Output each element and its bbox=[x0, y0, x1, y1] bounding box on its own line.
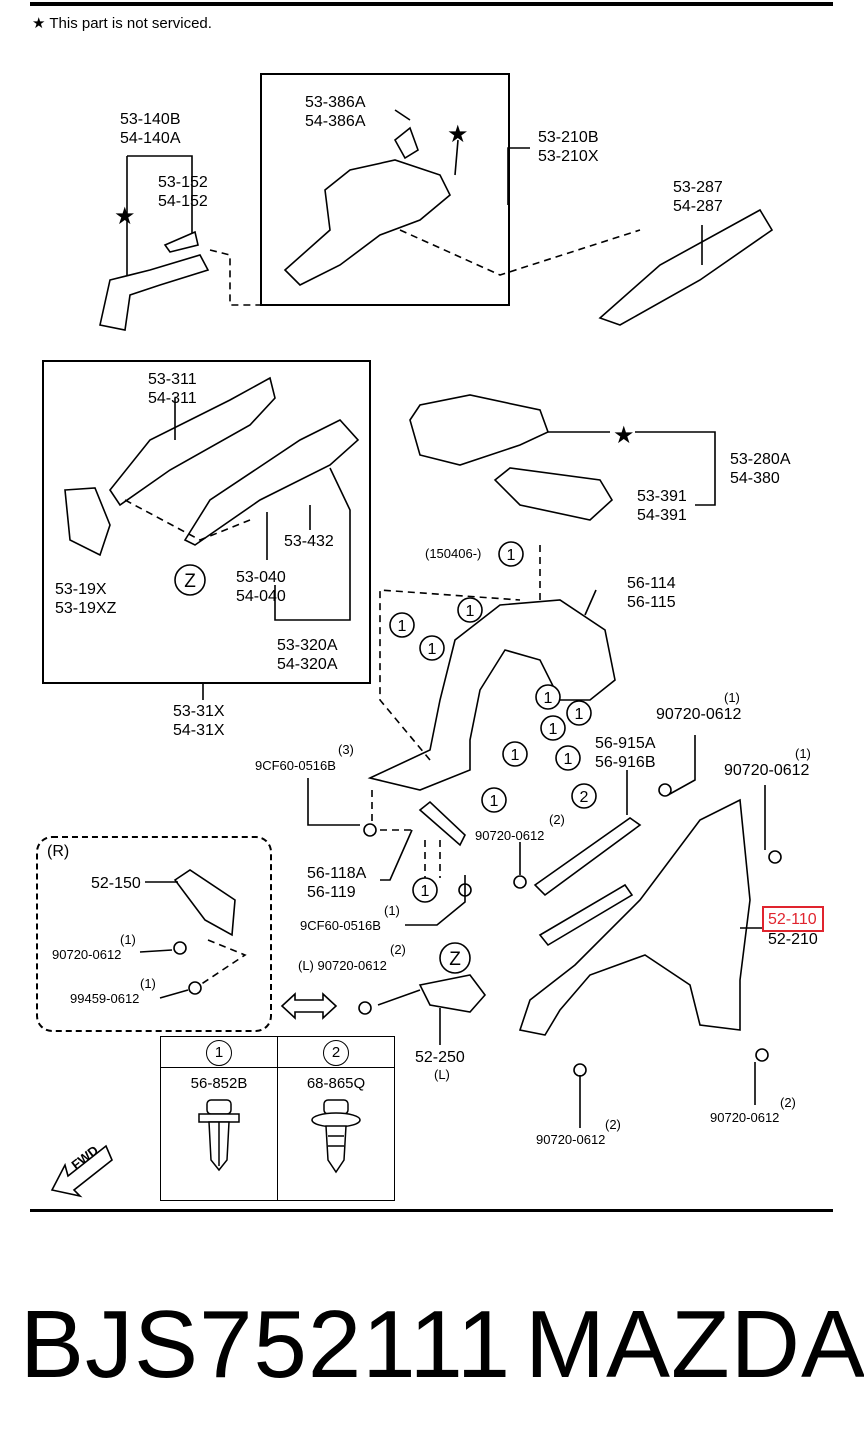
qty-label: (3) bbox=[338, 742, 354, 757]
label-54-320a: 54-320A bbox=[277, 656, 338, 673]
label-bolt-90720-0612: 90720-0612 bbox=[724, 762, 810, 779]
svg-text:★: ★ bbox=[447, 120, 469, 148]
callout-1: 1 bbox=[544, 690, 553, 707]
qty-label: (1) bbox=[795, 746, 811, 761]
label-53-391: 53-391 bbox=[637, 488, 687, 505]
label-54-140a: 54-140A bbox=[120, 130, 181, 147]
top-rule bbox=[30, 2, 833, 6]
label-53-432: 53-432 bbox=[284, 533, 334, 550]
not-serviced-note: ★ This part is not serviced. bbox=[32, 14, 212, 32]
label-54-380: 54-380 bbox=[730, 470, 780, 487]
label-53-280a: 53-280A bbox=[730, 451, 791, 468]
label-right-side: (R) bbox=[47, 843, 70, 860]
label-screw-9cf60-0516b: 9CF60-0516B bbox=[300, 918, 381, 933]
footer-part-number: BJS752111 bbox=[20, 1291, 512, 1398]
label-54-287: 54-287 bbox=[673, 198, 723, 215]
label-53-386a: 53-386A bbox=[305, 94, 366, 111]
label-bolt-90720-0612: 90720-0612 bbox=[475, 828, 545, 843]
push-clip-icon bbox=[198, 1099, 240, 1172]
label-bolt-90720-0612: 90720-0612 bbox=[536, 1132, 606, 1147]
callout-1: 1 bbox=[564, 751, 573, 768]
star-icon: ★ bbox=[32, 15, 46, 32]
clip-cell-68-865q: 68-865Q bbox=[277, 1067, 395, 1201]
label-54-386a: 54-386A bbox=[305, 113, 366, 130]
label-54-040: 54-040 bbox=[236, 588, 286, 605]
label-53-19x: 53-19X bbox=[55, 581, 107, 598]
label-56-915a: 56-915A bbox=[595, 735, 656, 752]
clip-header-2: 2 bbox=[277, 1036, 395, 1068]
svg-text:★: ★ bbox=[613, 421, 635, 449]
zone-z-marker: Z bbox=[449, 949, 461, 970]
label-56-916b: 56-916B bbox=[595, 754, 656, 771]
clip-part-68-865q: 68-865Q bbox=[306, 1075, 366, 1092]
highlight-box-52-110 bbox=[762, 906, 824, 932]
qty-label: (2) bbox=[549, 812, 565, 827]
label-52-250: 52-250 bbox=[415, 1049, 465, 1066]
label-screw-9cf60-0516b: 9CF60-0516B bbox=[255, 758, 336, 773]
label-54-31x: 54-31X bbox=[173, 722, 225, 739]
label-56-119: 56-119 bbox=[307, 884, 356, 901]
label-bolt-90720-0612-left: (L) 90720-0612 bbox=[298, 958, 387, 973]
label-53-152: 53-152 bbox=[158, 174, 208, 191]
clip-part-56-852b: 56-852B bbox=[190, 1075, 248, 1092]
label-bolt-90720-0612: 90720-0612 bbox=[656, 706, 742, 723]
label-56-118a: 56-118A bbox=[307, 865, 367, 882]
qty-label: (2) bbox=[390, 942, 406, 957]
qty-label: (1) bbox=[140, 976, 156, 991]
footer-brand: MAZDA bbox=[525, 1291, 864, 1398]
label-52-250-left: (L) bbox=[434, 1067, 450, 1082]
callout-1: 1 bbox=[398, 618, 407, 635]
label-53-320a: 53-320A bbox=[277, 637, 338, 654]
label-54-152: 54-152 bbox=[158, 193, 208, 210]
callout-1: 1 bbox=[549, 721, 558, 738]
svg-text:★: ★ bbox=[114, 202, 136, 230]
callout-1: 1 bbox=[507, 547, 516, 564]
callout-1: 1 bbox=[466, 603, 475, 620]
clip-cell-56-852b: 56-852B bbox=[160, 1067, 278, 1201]
box-apron-assembly bbox=[260, 73, 510, 306]
label-53-210x: 53-210X bbox=[538, 148, 599, 165]
label-53-287: 53-287 bbox=[673, 179, 723, 196]
qty-label: (1) bbox=[724, 690, 740, 705]
parts-diagram: ★ ★ ★ bbox=[50, 109, 782, 1198]
box-right-side bbox=[36, 836, 272, 1032]
qty-label: (2) bbox=[605, 1117, 621, 1132]
callout-1: 1 bbox=[421, 883, 430, 900]
label-53-31x: 53-31X bbox=[173, 703, 225, 720]
label-bolt-99459-0612: 99459-0612 bbox=[70, 991, 140, 1006]
qty-label: (2) bbox=[780, 1095, 796, 1110]
label-52-110-fender[interactable]: 52-110 bbox=[768, 911, 817, 928]
clip-number-1: 1 bbox=[206, 1040, 232, 1066]
bottom-rule bbox=[30, 1209, 833, 1212]
callout-1: 1 bbox=[511, 747, 520, 764]
qty-label: (1) bbox=[384, 903, 400, 918]
label-53-210b: 53-210B bbox=[538, 129, 599, 146]
label-52-210-fender: 52-210 bbox=[768, 931, 818, 948]
label-54-311: 54-311 bbox=[148, 390, 197, 407]
label-53-311: 53-311 bbox=[148, 371, 197, 388]
label-56-114: 56-114 bbox=[627, 575, 676, 592]
label-53-140b: 53-140B bbox=[120, 111, 181, 128]
label-54-391: 54-391 bbox=[637, 507, 687, 524]
label-56-115: 56-115 bbox=[627, 594, 676, 611]
callout-1: 1 bbox=[575, 706, 584, 723]
label-53-040: 53-040 bbox=[236, 569, 286, 586]
clip-header-1: 1 bbox=[160, 1036, 278, 1068]
clip-reference-table: 1 2 56-852B 68-865Q bbox=[160, 1036, 395, 1201]
label-date-code: (150406-) bbox=[425, 546, 482, 561]
callout-1: 1 bbox=[428, 641, 437, 658]
callout-layer: 1 1 1 1 1 1 1 1 1 1 1 2 Z Z bbox=[174, 541, 597, 974]
callout-1: 1 bbox=[490, 793, 499, 810]
qty-label: (1) bbox=[120, 932, 136, 947]
zone-z-marker: Z bbox=[184, 571, 196, 592]
screw-clip-icon bbox=[311, 1099, 361, 1174]
callout-2: 2 bbox=[580, 789, 589, 806]
clip-number-2: 2 bbox=[323, 1040, 349, 1066]
box-frame-assembly bbox=[42, 360, 371, 684]
label-bolt-90720-0612: 90720-0612 bbox=[52, 947, 122, 962]
label-52-150: 52-150 bbox=[91, 875, 141, 892]
label-53-19xz: 53-19XZ bbox=[55, 600, 117, 617]
label-bolt-90720-0612: 90720-0612 bbox=[710, 1110, 780, 1125]
note-text: This part is not serviced. bbox=[49, 15, 212, 32]
